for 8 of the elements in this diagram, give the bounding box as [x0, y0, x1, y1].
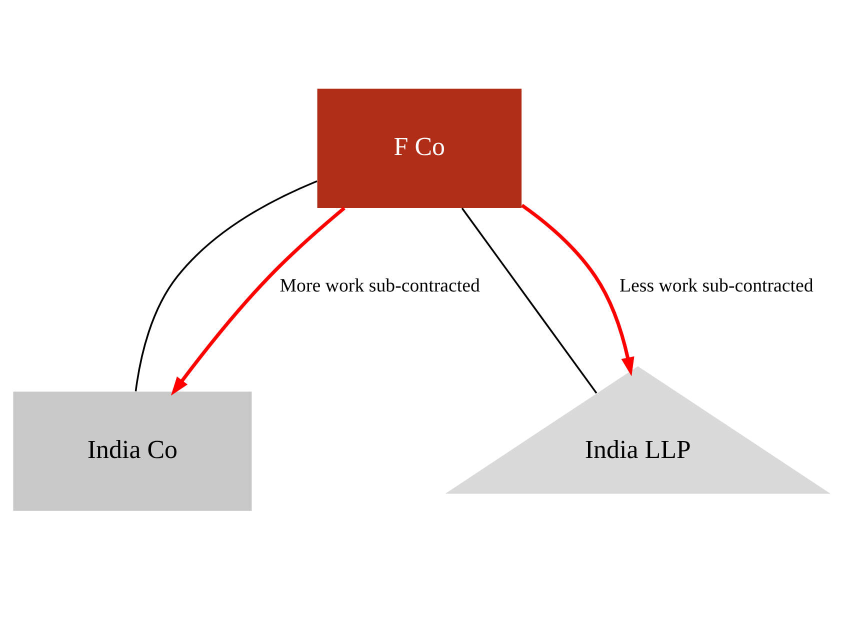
arrow	[520, 203, 634, 376]
edge-label: Less work sub-contracted	[619, 275, 814, 296]
node-box: India Co	[13, 391, 252, 510]
node-box: F Co	[317, 88, 522, 208]
arrow	[170, 206, 346, 396]
edge-label: More work sub-contracted	[280, 275, 480, 296]
connector	[134, 180, 318, 391]
connector	[461, 207, 598, 394]
